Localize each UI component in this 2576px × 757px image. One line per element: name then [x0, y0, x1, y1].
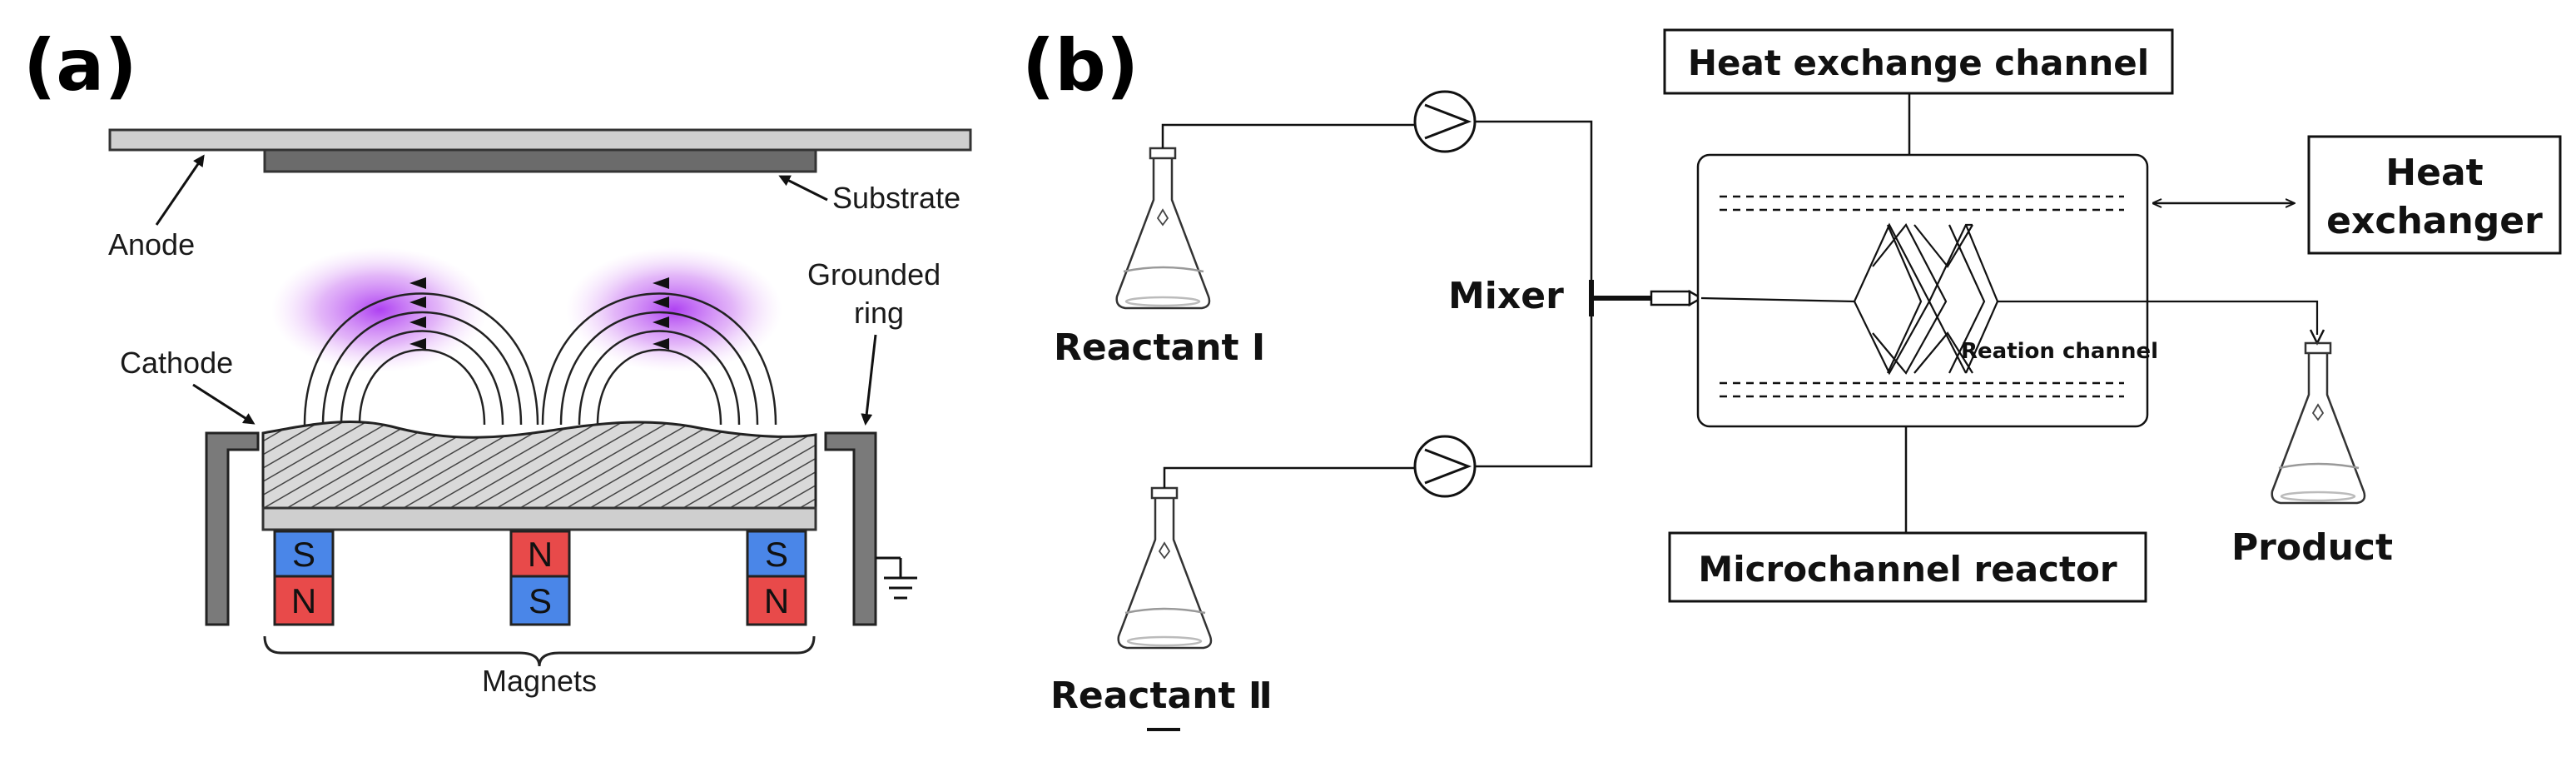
reactant-2-flask [1117, 486, 1213, 650]
reactant-1-flask [1115, 147, 1211, 310]
cathode-label: Cathode [120, 346, 233, 380]
heat-exchanger-label-2: exchanger [2326, 200, 2543, 242]
magnet-left-top-pole: S [292, 535, 315, 574]
mixer-label: Mixer [1448, 275, 1564, 317]
heat-exchange-channel-label: Heat exchange channel [1688, 42, 2149, 83]
microchannel-reactor-box [1668, 531, 2147, 603]
heat-exchanger-box [2307, 135, 2562, 255]
magnet-middle-bottom-pole: S [529, 581, 552, 620]
field-lines-left [303, 292, 539, 426]
magnet-middle-top-pole: N [528, 535, 553, 574]
reactant-2-label: Reactant Ⅱ [1050, 675, 1273, 717]
cathode-target [261, 421, 817, 510]
anode-plate [108, 128, 972, 152]
field-arrows-left [409, 277, 426, 350]
magnet-middle: N S [509, 530, 571, 626]
plasma-glow-left [271, 247, 488, 372]
grounded-ring-label-1: Grounded [807, 257, 941, 291]
substrate-arrow [778, 175, 828, 202]
magnet-right-bottom-pole: N [764, 581, 789, 620]
heat-exchange-channels [1720, 195, 2124, 398]
magnet-right: S N [746, 530, 807, 626]
microchannel-reactor-label: Microchannel reactor [1698, 549, 2117, 590]
tube-reactant-1 [1161, 123, 1415, 148]
ground-symbol [876, 556, 917, 600]
pump-1-icon [1413, 90, 1477, 153]
reaction-channel [1700, 222, 2319, 376]
reactant-1-label: Reactant Ⅰ [1054, 326, 1265, 369]
anode-arrow [155, 154, 205, 226]
cathode-housing-left [205, 431, 260, 626]
field-arrows-right [653, 277, 669, 350]
magnet-left-bottom-pole: N [291, 581, 316, 620]
field-lines-right [541, 292, 777, 426]
magnets-label: Magnets [482, 664, 597, 698]
reaction-channel-label: Reation channel [1961, 339, 2158, 364]
cathode-arrow [192, 383, 256, 425]
panel-a: (a) Anode Substrate [23, 24, 972, 698]
substrate-label: Substrate [832, 181, 960, 215]
panel-a-label: (a) [23, 24, 137, 107]
backing-plate [261, 506, 817, 531]
magnet-right-top-pole: S [765, 535, 788, 574]
product-label: Product [2231, 526, 2393, 569]
grounded-ring-label-2: ring [854, 296, 904, 330]
inlet-nozzle [1650, 290, 1691, 306]
product-flask [2271, 341, 2366, 505]
heat-exchanger-label-1: Heat [2385, 152, 2483, 194]
magnets-brace [263, 635, 816, 667]
magnet-left: S N [273, 530, 335, 626]
substrate-plate [263, 148, 817, 173]
tube-reactant-2 [1163, 466, 1415, 488]
panel-b: (b) Reactant Ⅰ Reactant Ⅱ [1022, 24, 2562, 731]
grounded-ring-arrow [861, 334, 877, 426]
inlet-nozzle-tip [1688, 289, 1704, 307]
anode-label: Anode [108, 227, 195, 261]
grounded-ring-shield [824, 431, 877, 626]
pump-2-icon [1413, 435, 1477, 498]
panel-b-label: (b) [1022, 24, 1139, 107]
heat-exchange-channel-box [1663, 28, 2174, 95]
